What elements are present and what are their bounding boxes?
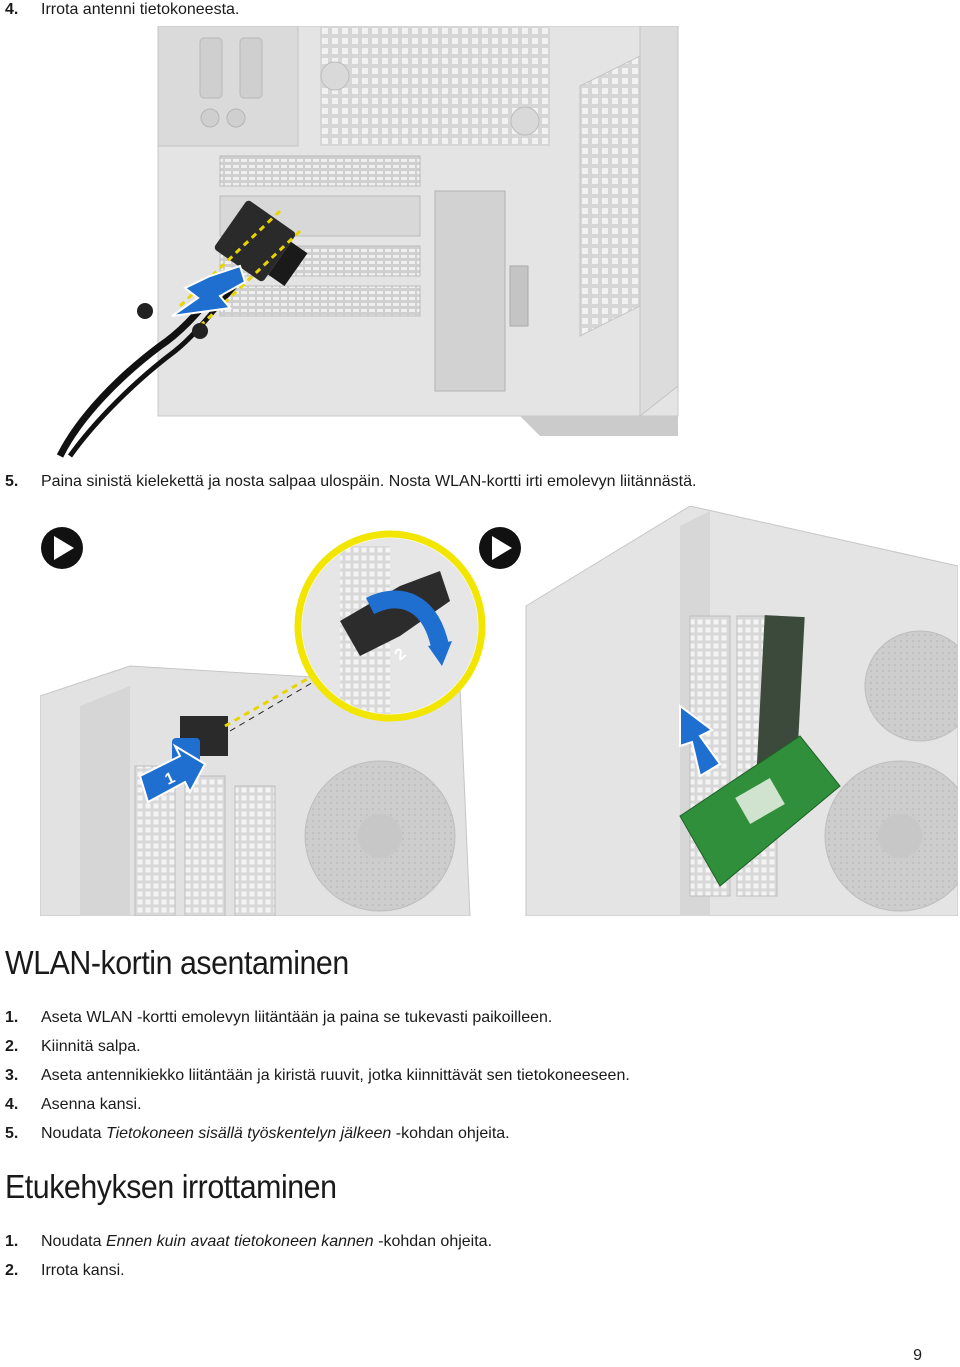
step-5: 5. Paina sinistä kielekettä ja nosta salp… — [5, 472, 696, 492]
step-number: 4. — [5, 1, 19, 18]
reference-link-text: Ennen kuin avaat tietokoneen kannen — [105, 1233, 374, 1250]
install-step-1: 1. Aseta WLAN -kortti emolevyn liitäntään… — [5, 1008, 552, 1028]
step-text: Irrota antenni tietokoneesta. — [41, 1, 240, 18]
bezel-step-2: 2. Irrota kansi. — [5, 1261, 125, 1281]
install-step-3: 3. Aseta antennikiekko liitäntään ja kiri… — [5, 1066, 630, 1086]
antenna-removal-illustration — [40, 26, 680, 462]
bezel-step-1: 1. Noudata Ennen kuin avaat tietokoneen k… — [5, 1232, 492, 1252]
step-number: 3. — [5, 1067, 19, 1084]
step-text: Kiinnitä salpa. — [41, 1038, 141, 1055]
step-text: Irrota kansi. — [41, 1262, 125, 1279]
step-text: Paina sinistä kielekettä ja nosta salpaa… — [41, 473, 697, 490]
step-number: 1. — [5, 1009, 19, 1026]
section-title-wlan-install: WLAN-kortin asentaminen — [5, 944, 349, 981]
page-number: 9 — [913, 1347, 922, 1364]
step-number: 5. — [5, 473, 19, 490]
install-step-5: 5. Noudata Tietokoneen sisällä työskentel… — [5, 1124, 510, 1144]
install-step-2: 2. Kiinnitä salpa. — [5, 1037, 141, 1057]
wlan-card-removal-illustration: 1 2 — [40, 506, 958, 916]
step-text-pre: Noudata — [41, 1233, 106, 1250]
step-text: Asenna kansi. — [41, 1096, 142, 1113]
step-number: 4. — [5, 1096, 19, 1113]
step-number: 2. — [5, 1262, 19, 1279]
step-number: 5. — [5, 1125, 19, 1142]
step-number: 2. — [5, 1038, 19, 1055]
step-4: 4. Irrota antenni tietokoneesta. — [5, 0, 239, 20]
step-text-pre: Noudata — [41, 1125, 106, 1142]
step-text: Aseta antennikiekko liitäntään ja kirist… — [41, 1067, 630, 1084]
step-text-post: -kohdan ohjeita. — [391, 1125, 510, 1142]
step-number: 1. — [5, 1233, 19, 1250]
step-text-post: -kohdan ohjeita. — [373, 1233, 493, 1250]
play-icon — [479, 527, 521, 569]
section-title-bezel-removal: Etukehyksen irrottaminen — [5, 1168, 337, 1205]
play-icon — [41, 527, 83, 569]
install-step-4: 4. Asenna kansi. — [5, 1095, 142, 1115]
reference-link-text: Tietokoneen sisällä työskentelyn jälkeen — [105, 1125, 392, 1142]
step-text: Aseta WLAN -kortti emolevyn liitäntään j… — [41, 1009, 553, 1026]
